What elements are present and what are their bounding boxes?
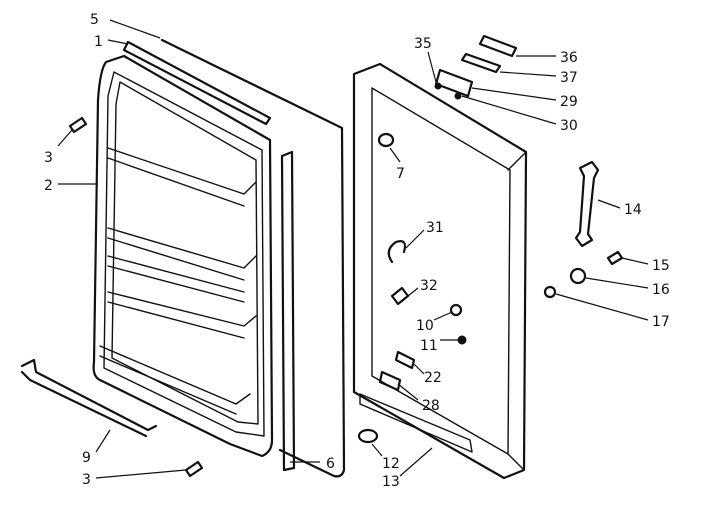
leader-28 [397, 383, 419, 401]
plug-top [68, 116, 88, 134]
leader-32 [407, 287, 419, 297]
screw-35 [434, 82, 442, 90]
switch-22 [394, 350, 416, 370]
leader-31 [405, 229, 425, 249]
leader-17 [555, 293, 649, 321]
leader-37 [499, 71, 557, 77]
door-shelf-3 [107, 255, 245, 303]
leader-29 [471, 87, 557, 101]
callout-36: 36 [560, 50, 578, 66]
door-shelf-1 [107, 147, 257, 207]
callout-5: 5 [90, 12, 99, 28]
bushing-12 [357, 428, 379, 444]
bottom-hinge-bracket [359, 393, 473, 453]
door-liner-inner-edge-2 [111, 81, 259, 425]
callout-9: 9 [82, 450, 91, 466]
outer-door-panel-assembly [352, 34, 624, 480]
callout-14: 14 [624, 202, 642, 218]
nut-11 [457, 335, 467, 345]
callout-22: 22 [424, 370, 442, 386]
door-shelf-5 [99, 345, 251, 415]
callout-7: 7 [396, 166, 405, 182]
leader-30 [461, 95, 557, 125]
door-gasket-outline [160, 38, 346, 478]
leader-22 [413, 363, 425, 375]
bracket-28 [378, 370, 402, 392]
callout-28: 28 [422, 398, 440, 414]
leader-12 [371, 443, 383, 457]
callout-35: 35 [414, 36, 432, 52]
callout-3-bottom: 3 [82, 472, 91, 488]
washer-17 [543, 285, 557, 299]
bushing-16 [569, 267, 587, 285]
harness-wire-31 [387, 240, 407, 264]
plug-bottom [184, 460, 204, 478]
callout-16: 16 [652, 282, 670, 298]
leader-13 [399, 447, 433, 477]
callout-3-top: 3 [44, 150, 53, 166]
callout-31: 31 [426, 220, 444, 236]
callout-37: 37 [560, 70, 578, 86]
bushing-7 [377, 132, 395, 148]
outer-door-side-face [507, 151, 527, 471]
door-shelf-4 [107, 291, 257, 339]
leader-15 [621, 257, 649, 265]
callout-29: 29 [560, 94, 578, 110]
callout-15: 15 [652, 258, 670, 274]
door-shelf-2 [107, 227, 257, 281]
clip-32 [390, 286, 410, 306]
callout-10: 10 [416, 318, 434, 334]
nut-10 [449, 303, 463, 317]
screw-30 [454, 92, 462, 100]
leader-3-bottom [95, 469, 187, 479]
callout-6: 6 [326, 456, 335, 472]
leader-14 [597, 199, 621, 209]
leader-1 [107, 39, 129, 45]
callout-11: 11 [420, 338, 438, 354]
leader-9 [95, 429, 111, 453]
leader-35 [427, 51, 437, 83]
door-liner-inner-edge [103, 71, 265, 437]
outer-door-panel [352, 62, 528, 480]
screw-15 [606, 250, 624, 266]
leader-lines [57, 19, 649, 479]
door-liner-assembly [20, 38, 346, 478]
top-trim-29 [434, 68, 474, 98]
leader-3-top [57, 129, 73, 147]
side-gasket-strip [280, 150, 296, 472]
callout-17: 17 [652, 314, 670, 330]
top-trim-37 [460, 52, 502, 74]
leader-7 [389, 147, 401, 163]
leader-10 [433, 311, 453, 321]
callout-30: 30 [560, 118, 578, 134]
breaker-strip-top [122, 40, 272, 126]
handle-14 [574, 160, 600, 248]
leader-16 [585, 277, 649, 289]
top-trim-36 [478, 34, 518, 58]
callout-12: 12 [382, 456, 400, 472]
callout-2: 2 [44, 178, 53, 194]
callout-13: 13 [382, 474, 400, 490]
callout-labels: 5 1 3 2 9 3 6 35 36 37 29 30 7 31 32 10 … [44, 12, 670, 490]
shelf-retainer-bar [20, 358, 158, 438]
callout-1: 1 [94, 34, 103, 50]
callout-32: 32 [420, 278, 438, 294]
leader-5 [109, 19, 161, 39]
door-liner-shell [92, 54, 274, 458]
